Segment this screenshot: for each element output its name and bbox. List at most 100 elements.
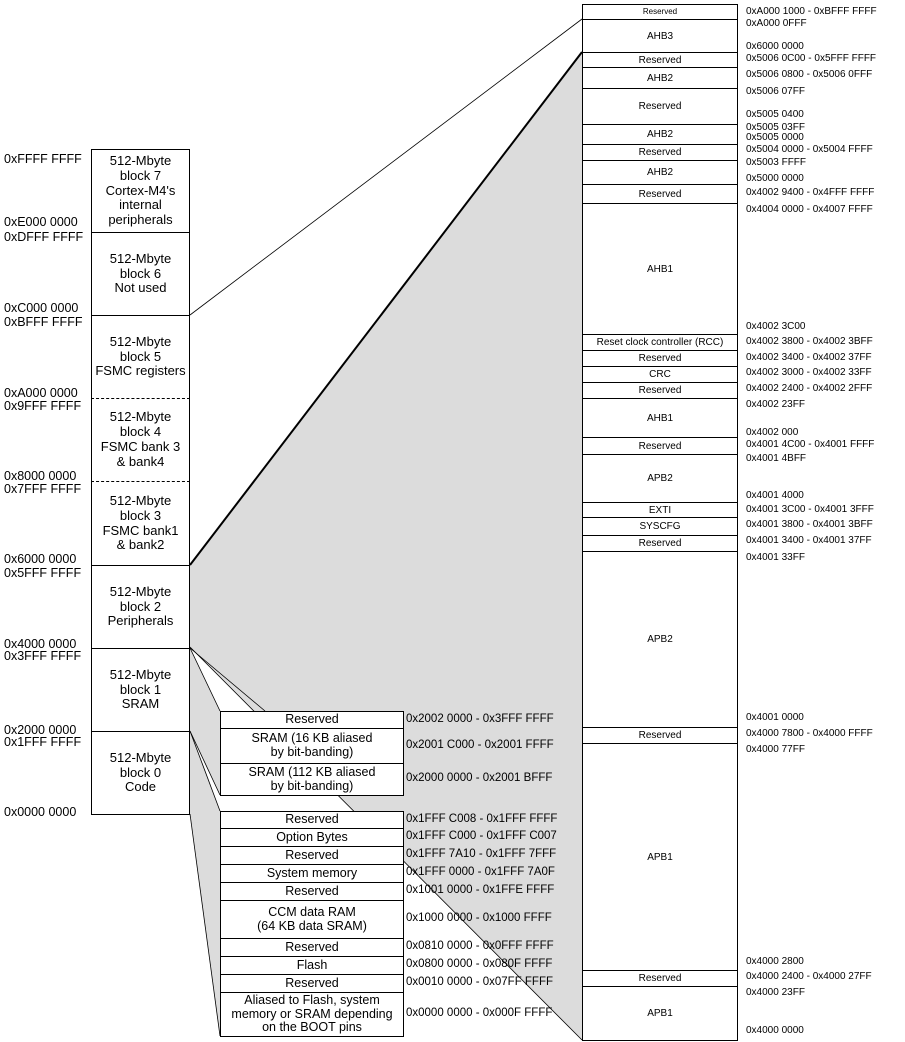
peripheral-address-label: 0xA000 0FFF bbox=[746, 18, 807, 29]
peripheral-region: AHB1 bbox=[582, 203, 738, 335]
sram-region: Reserved bbox=[220, 711, 404, 729]
peripheral-address-label: 0x4000 2400 - 0x4000 27FF bbox=[746, 971, 872, 982]
peripheral-region: Reserved bbox=[582, 535, 738, 552]
sram-address-label: 0x2001 C000 - 0x2001 FFFF bbox=[406, 739, 554, 751]
memory-block: 512-Mbyte block 7 Cortex-M4's internal p… bbox=[91, 149, 190, 233]
code-address-label: 0x1000 0000 - 0x1000 FFFF bbox=[406, 912, 552, 924]
peripheral-address-label: 0x5005 0000 bbox=[746, 132, 804, 143]
block-address-label: 0xA000 0000 bbox=[4, 386, 78, 400]
memory-block: 512-Mbyte block 1 SRAM bbox=[91, 648, 190, 732]
code-address-label: 0x1FFF C008 - 0x1FFF FFFF bbox=[406, 813, 558, 825]
code-region: Option Bytes bbox=[220, 828, 404, 847]
block-address-label: 0x1FFF FFFF bbox=[4, 735, 82, 749]
peripheral-address-label: 0x4001 4C00 - 0x4001 FFFF bbox=[746, 439, 875, 450]
block-address-label: 0xE000 0000 bbox=[4, 215, 78, 229]
peripheral-address-label: 0x5005 0400 bbox=[746, 109, 804, 120]
block-address-label: 0x9FFF FFFF bbox=[4, 399, 82, 413]
code-region: Reserved bbox=[220, 974, 404, 993]
code-region: Reserved bbox=[220, 882, 404, 901]
peripheral-address-label: 0x4001 0000 bbox=[746, 712, 804, 723]
peripheral-address-label: 0x4001 4000 bbox=[746, 490, 804, 501]
connector-line bbox=[189, 51, 583, 566]
peripheral-region: Reset clock controller (RCC) bbox=[582, 334, 738, 351]
peripheral-region: SYSCFG bbox=[582, 517, 738, 536]
sram-address-label: 0x2000 0000 - 0x2001 BFFF bbox=[406, 772, 553, 784]
code-address-label: 0x1FFF C000 - 0x1FFF C007 bbox=[406, 830, 557, 842]
block-address-label: 0xC000 0000 bbox=[4, 301, 79, 315]
connector-line bbox=[189, 730, 221, 796]
peripheral-address-label: 0x4001 33FF bbox=[746, 552, 805, 563]
code-address-label: 0x1FFF 0000 - 0x1FFF 7A0F bbox=[406, 866, 555, 878]
block-address-label: 0x8000 0000 bbox=[4, 469, 77, 483]
peripheral-region: APB2 bbox=[582, 551, 738, 728]
sram-address-label: 0x2002 0000 - 0x3FFF FFFF bbox=[406, 713, 554, 725]
peripheral-address-label: 0x4000 23FF bbox=[746, 987, 805, 998]
peripheral-region: Reserved bbox=[582, 382, 738, 399]
sram-region: SRAM (112 KB aliased by bit-banding) bbox=[220, 763, 404, 796]
block-address-label: 0x2000 0000 bbox=[4, 723, 77, 737]
block-address-label: 0x7FFF FFFF bbox=[4, 482, 82, 496]
code-address-label: 0x0810 0000 - 0x0FFF FFFF bbox=[406, 940, 554, 952]
peripheral-address-label: 0x5006 07FF bbox=[746, 86, 805, 97]
memory-block: 512-Mbyte block 0 Code bbox=[91, 731, 190, 815]
peripheral-region: CRC bbox=[582, 366, 738, 383]
memory-block: 512-Mbyte block 6 Not used bbox=[91, 232, 190, 316]
peripheral-region: Reserved bbox=[582, 52, 738, 68]
memory-block: 512-Mbyte block 2 Peripherals bbox=[91, 565, 190, 649]
connector-line bbox=[189, 647, 266, 712]
peripheral-address-label: 0x4002 000 bbox=[746, 427, 799, 438]
peripheral-address-label: 0x4000 77FF bbox=[746, 744, 805, 755]
peripheral-address-label: 0x4001 3C00 - 0x4001 3FFF bbox=[746, 504, 874, 515]
peripheral-address-label: 0x4000 0000 bbox=[746, 1025, 804, 1036]
peripheral-address-label: 0x4001 4BFF bbox=[746, 453, 807, 464]
code-address-label: 0x1001 0000 - 0x1FFE FFFF bbox=[406, 884, 555, 896]
memory-block: 512-Mbyte block 5 FSMC registers bbox=[91, 315, 190, 399]
code-address-label: 0x0000 0000 - 0x000F FFFF bbox=[406, 1007, 553, 1019]
peripheral-region: APB2 bbox=[582, 454, 738, 503]
code-address-label: 0x1FFF 7A10 - 0x1FFF 7FFF bbox=[406, 848, 557, 860]
peripheral-address-label: 0x4002 23FF bbox=[746, 399, 805, 410]
code-region: Reserved bbox=[220, 811, 404, 829]
peripheral-address-label: 0x4002 3800 - 0x4002 3BFF bbox=[746, 336, 873, 347]
peripheral-region: AHB3 bbox=[582, 19, 738, 53]
connector-line bbox=[189, 813, 221, 1037]
peripheral-address-label: 0x4000 7800 - 0x4000 FFFF bbox=[746, 728, 873, 739]
sram-region: SRAM (16 KB aliased by bit-banding) bbox=[220, 728, 404, 764]
peripheral-region: Reserved bbox=[582, 970, 738, 987]
peripheral-region: AHB2 bbox=[582, 160, 738, 185]
peripheral-address-label: 0x5004 0000 - 0x5004 FFFF bbox=[746, 144, 873, 155]
peripheral-address-label: 0x5005 03FF bbox=[746, 122, 805, 133]
peripheral-address-label: 0x4002 3000 - 0x4002 33FF bbox=[746, 367, 872, 378]
memory-block: 512-Mbyte block 3 FSMC bank1 & bank2 bbox=[91, 481, 190, 566]
peripheral-address-label: 0x5006 0C00 - 0x5FFF FFFF bbox=[746, 53, 877, 64]
block-address-label: 0xDFFF FFFF bbox=[4, 230, 84, 244]
block-address-label: 0x5FFF FFFF bbox=[4, 566, 82, 580]
peripheral-region: Reserved bbox=[582, 144, 738, 161]
code-region: Aliased to Flash, system memory or SRAM … bbox=[220, 992, 404, 1037]
code-expansion-area bbox=[190, 731, 220, 1036]
peripheral-region: AHB2 bbox=[582, 67, 738, 89]
peripheral-region: Reserved bbox=[582, 88, 738, 125]
peripheral-address-label: 0x4002 2400 - 0x4002 2FFF bbox=[746, 383, 873, 394]
code-region: Reserved bbox=[220, 938, 404, 957]
peripheral-expansion-area bbox=[190, 52, 582, 1040]
peripheral-address-label: 0x5000 0000 bbox=[746, 173, 804, 184]
block-address-label: 0x4000 0000 bbox=[4, 637, 77, 651]
block-address-label: 0xFFFF FFFF bbox=[4, 152, 82, 166]
connector-line bbox=[189, 18, 583, 316]
peripheral-address-label: 0x4001 3400 - 0x4001 37FF bbox=[746, 535, 872, 546]
peripheral-region: Reserved bbox=[582, 350, 738, 367]
peripheral-region: Reserved bbox=[582, 727, 738, 744]
code-region: Flash bbox=[220, 956, 404, 975]
peripheral-region: AHB2 bbox=[582, 124, 738, 145]
block-address-label: 0x3FFF FFFF bbox=[4, 649, 82, 663]
peripheral-address-label: 0x4001 3800 - 0x4001 3BFF bbox=[746, 519, 873, 530]
peripheral-address-label: 0x4002 3400 - 0x4002 37FF bbox=[746, 352, 872, 363]
block-address-label: 0x6000 0000 bbox=[4, 552, 77, 566]
peripheral-region: APB1 bbox=[582, 986, 738, 1041]
peripheral-region: APB1 bbox=[582, 743, 738, 971]
peripheral-address-label: 0x4004 0000 - 0x4007 FFFF bbox=[746, 204, 873, 215]
peripheral-address-label: 0x4000 2800 bbox=[746, 956, 804, 967]
block-address-label: 0xBFFF FFFF bbox=[4, 315, 83, 329]
